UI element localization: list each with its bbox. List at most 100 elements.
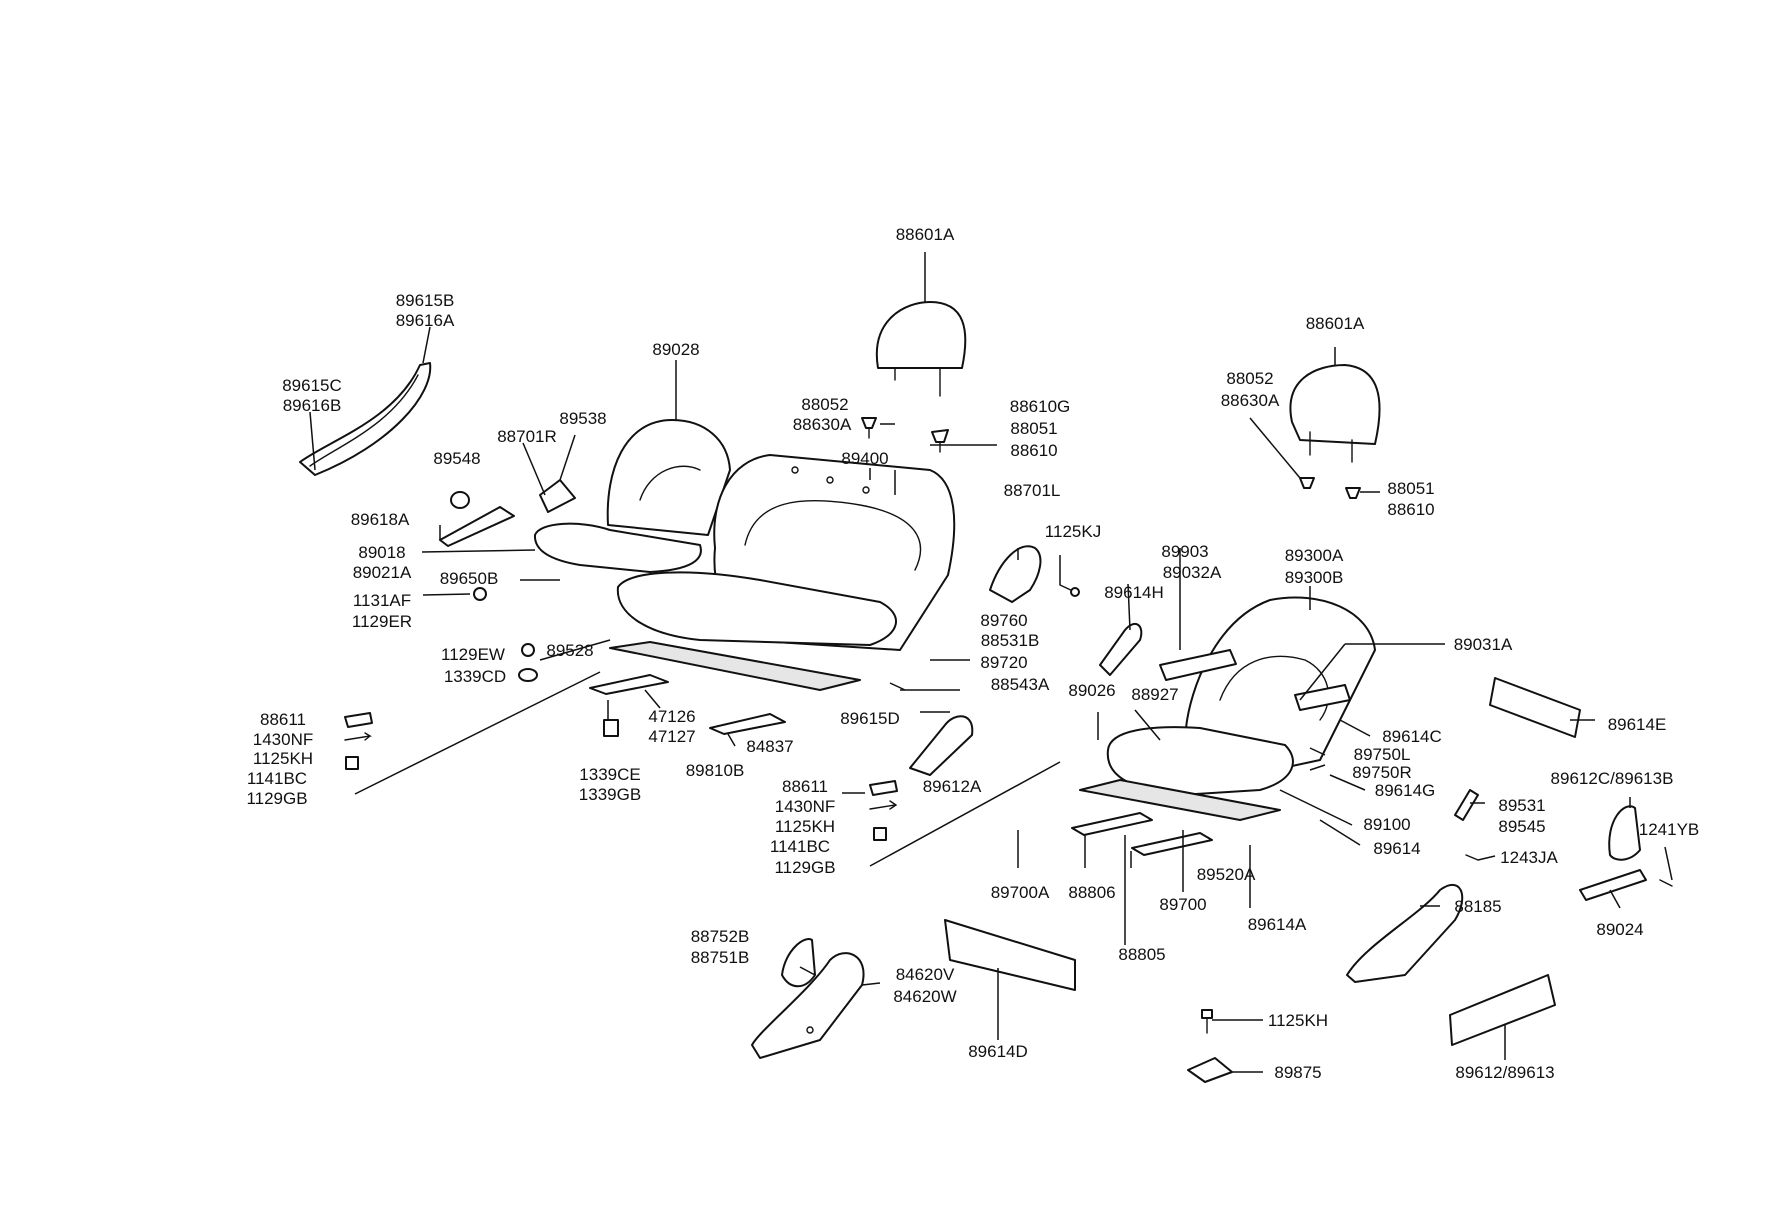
part-labels: 88601A 89615B 89616A 89615C 89616B 89028… xyxy=(246,225,1699,1082)
seat-rail-left xyxy=(589,641,861,735)
label-88601a-left: 88601A xyxy=(896,225,955,244)
recliner-88701l xyxy=(989,545,1042,603)
label-89528: 89528 xyxy=(546,641,593,660)
label-89614h: 89614H xyxy=(1104,583,1164,602)
label-1125kh-center: 1125KH xyxy=(775,817,835,836)
label-88701r: 88701R xyxy=(497,427,557,446)
cover-88752b xyxy=(781,938,816,988)
label-88806: 88806 xyxy=(1068,883,1115,902)
front-seat-rails xyxy=(1071,779,1281,856)
panel-89614e xyxy=(1489,677,1581,738)
label-1129er: 1129ER xyxy=(352,612,412,631)
label-89612c-89613b: 89612C/89613B xyxy=(1551,769,1674,788)
recliner-88701r xyxy=(539,479,576,513)
seat-cushion-89018 xyxy=(533,522,702,573)
label-1129gb-center: 1129GB xyxy=(774,858,835,877)
label-89616b: 89616B xyxy=(283,396,342,415)
label-89614d: 89614D xyxy=(968,1042,1028,1061)
label-84620w: 84620W xyxy=(893,987,956,1006)
label-89400: 89400 xyxy=(841,449,888,468)
bolt-89531 xyxy=(1454,789,1479,821)
label-1430nf-left: 1430NF xyxy=(253,730,313,749)
label-1129ew: 1129EW xyxy=(441,645,505,664)
label-1141bc-left: 1141BC xyxy=(247,769,307,788)
label-47126: 47126 xyxy=(648,707,695,726)
lever-89024 xyxy=(1579,869,1673,901)
fasteners-center xyxy=(869,780,898,841)
label-89700a: 89700A xyxy=(991,883,1050,902)
seatback-89028 xyxy=(606,419,731,536)
label-1141bc-center: 1141BC xyxy=(770,837,830,856)
label-88610-left: 88610 xyxy=(1010,441,1057,460)
label-89021a: 89021A xyxy=(353,563,412,582)
bolt-1125kh-bottom xyxy=(1201,1009,1213,1034)
label-89810b: 89810B xyxy=(686,761,745,780)
headrest-right xyxy=(1289,364,1381,463)
label-89615c: 89615C xyxy=(282,376,342,395)
bracket-89614d xyxy=(944,919,1076,991)
label-89031a: 89031A xyxy=(1454,635,1513,654)
label-89538: 89538 xyxy=(559,409,606,428)
cover-89612a xyxy=(909,715,974,776)
label-89750r: 89750R xyxy=(1352,763,1412,782)
clip-88052-right xyxy=(1299,477,1361,499)
label-1241yb: 1241YB xyxy=(1639,820,1700,839)
label-1430nf-center: 1430NF xyxy=(775,797,835,816)
label-89028: 89028 xyxy=(652,340,699,359)
bench-cushion xyxy=(616,571,897,646)
label-89614g: 89614G xyxy=(1375,781,1436,800)
label-84620v: 84620V xyxy=(896,965,955,984)
side-trim-89615b xyxy=(299,362,432,476)
label-88701l: 88701L xyxy=(1004,481,1061,500)
label-89026: 89026 xyxy=(1068,681,1115,700)
label-88531b: 88531B xyxy=(981,631,1040,650)
bolt-1125kj xyxy=(1059,584,1080,597)
label-1243ja: 1243JA xyxy=(1500,848,1558,867)
label-88051-left: 88051 xyxy=(1010,419,1057,438)
label-89875: 89875 xyxy=(1274,1063,1321,1082)
label-88052-left: 88052 xyxy=(801,395,848,414)
label-88927: 88927 xyxy=(1131,685,1178,704)
label-89614a: 89614A xyxy=(1248,915,1307,934)
label-89760: 89760 xyxy=(980,611,1027,630)
panel-89612 xyxy=(1449,974,1556,1046)
shield-88185 xyxy=(1346,883,1464,983)
label-88601a-right: 88601A xyxy=(1306,314,1365,333)
label-88611-center: 88611 xyxy=(782,777,828,796)
label-89612-89613: 89612/89613 xyxy=(1455,1063,1554,1082)
label-89700: 89700 xyxy=(1159,895,1206,914)
lever-89618a xyxy=(439,506,515,547)
label-89614e: 89614E xyxy=(1608,715,1667,734)
label-88630a-left: 88630A xyxy=(793,415,852,434)
label-89520a: 89520A xyxy=(1197,865,1256,884)
label-1125kh-bottom: 1125KH xyxy=(1268,1011,1328,1030)
label-1339ce: 1339CE xyxy=(579,765,640,784)
label-89032a: 89032A xyxy=(1163,563,1222,582)
label-84837: 84837 xyxy=(746,737,793,756)
label-88630a-right: 88630A xyxy=(1221,391,1280,410)
armrest-89031a xyxy=(1294,684,1351,711)
label-88052-right: 88052 xyxy=(1226,369,1273,388)
label-88543a: 88543A xyxy=(991,675,1050,694)
handle-89612c xyxy=(1608,805,1641,861)
label-89100: 89100 xyxy=(1363,815,1410,834)
label-88611-left: 88611 xyxy=(260,710,306,729)
bushing-89548 xyxy=(450,491,470,509)
bracket-89875 xyxy=(1187,1057,1233,1083)
front-seatback-89300a xyxy=(1185,596,1376,776)
label-88610-right: 88610 xyxy=(1387,500,1434,519)
label-88805: 88805 xyxy=(1118,945,1165,964)
label-1339cd: 1339CD xyxy=(444,667,506,686)
label-1125kj: 1125KJ xyxy=(1045,522,1101,541)
label-1129gb-left: 1129GB xyxy=(246,789,307,808)
label-89300b: 89300B xyxy=(1285,568,1344,587)
label-89614: 89614 xyxy=(1373,839,1420,858)
label-89615d: 89615D xyxy=(840,709,900,728)
label-89750l: 89750L xyxy=(1354,745,1411,764)
label-1339gb: 1339GB xyxy=(579,785,641,804)
screw-1243ja xyxy=(1465,854,1479,861)
label-89615b: 89615B xyxy=(396,291,455,310)
armrest-89903 xyxy=(1159,649,1237,681)
